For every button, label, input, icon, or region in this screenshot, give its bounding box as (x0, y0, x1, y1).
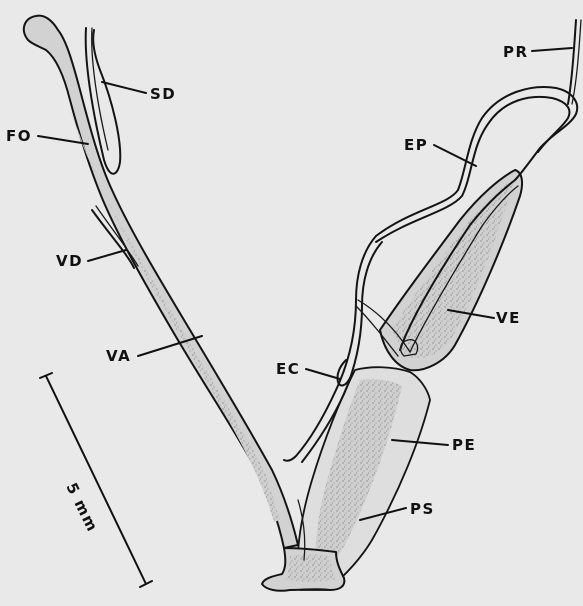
label-pr: PR (503, 43, 529, 61)
label-ep: EP (404, 136, 428, 154)
label-va: VA (106, 347, 131, 365)
vd-leader (88, 250, 126, 261)
label-vd: VD (56, 252, 83, 270)
label-pe: PE (452, 436, 476, 454)
label-fo: FO (6, 127, 32, 145)
scale-bar: 5 mm (40, 373, 152, 587)
pr-leader (532, 48, 572, 51)
label-ec: EC (276, 360, 300, 378)
label-sd: SD (150, 85, 176, 103)
ec-leader (306, 369, 340, 379)
scale-bar-line (46, 376, 146, 584)
label-ps: PS (410, 500, 435, 518)
label-ve: VE (496, 309, 521, 327)
scale-bar-label: 5 mm (62, 480, 101, 535)
